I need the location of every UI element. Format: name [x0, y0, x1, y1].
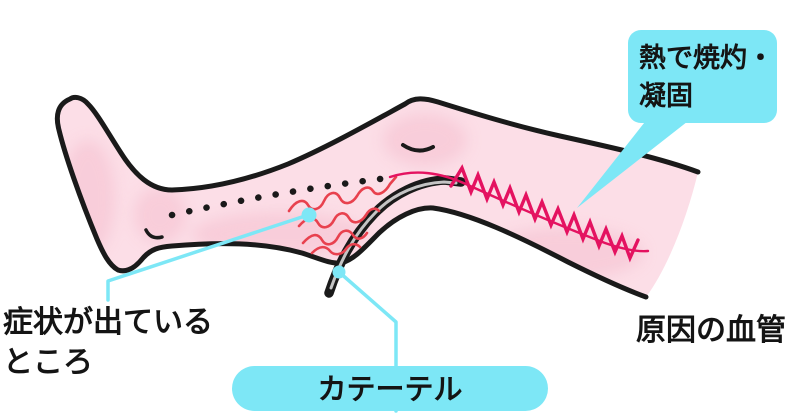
catheter-point-dot	[332, 265, 346, 279]
symptom-point-dot	[301, 207, 317, 223]
varicose-vein-squiggles	[287, 175, 398, 256]
vein-dotted-line	[168, 174, 392, 219]
catheter-label-pill	[232, 366, 548, 411]
catheter-label: カテーテル	[317, 372, 462, 406]
ankle-crease-mark	[144, 228, 164, 240]
heat-label-bubble	[628, 30, 777, 123]
catheter-core	[329, 180, 458, 290]
heat-label-line1: 熱で焼灼・	[639, 43, 774, 74]
symptom-leader-line	[106, 213, 310, 302]
knee-crease-mark	[401, 143, 435, 153]
cause-vessel-label: 原因の血管	[636, 313, 786, 348]
symptom-label-line2: ところ	[3, 345, 93, 380]
leg-outline	[54, 94, 701, 300]
heat-label-line2: 凝固	[639, 81, 693, 112]
leg-shape	[57, 97, 699, 297]
vein-line	[388, 171, 650, 253]
symptom-label-line1: 症状が出ている	[3, 305, 213, 340]
heat-bubble-tail	[577, 118, 692, 208]
ablation-zigzag	[449, 164, 640, 263]
